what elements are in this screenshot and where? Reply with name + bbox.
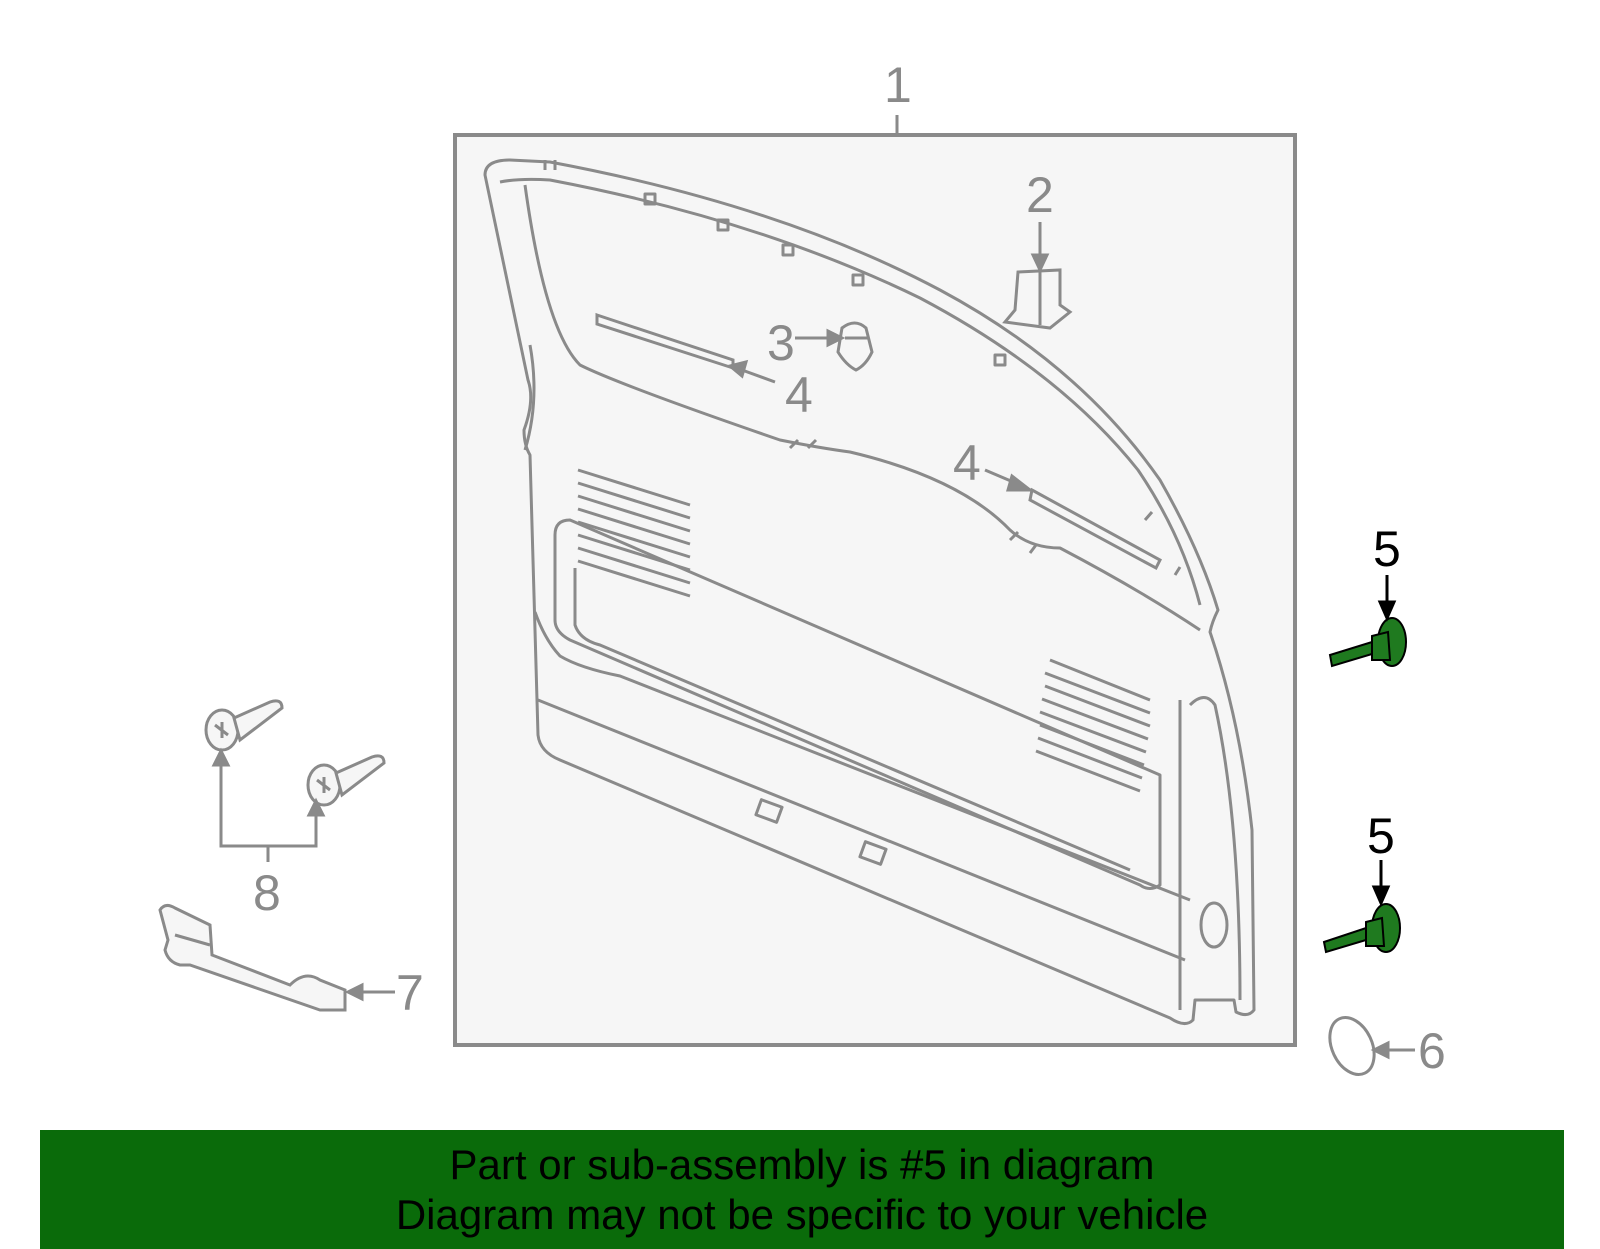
callout-1[interactable]: 1 xyxy=(884,57,912,113)
bracket xyxy=(1002,268,1073,330)
part-5-lower[interactable] xyxy=(1322,903,1401,954)
callout-5-upper[interactable]: 5 xyxy=(1373,521,1401,577)
liftgate-trim-panel xyxy=(483,158,1256,1025)
leader-arrows xyxy=(726,222,1050,492)
callout-5-lower[interactable]: 5 xyxy=(1367,808,1395,864)
part-5-upper[interactable] xyxy=(1328,617,1407,668)
pull-handle xyxy=(158,903,347,1012)
screw-lower xyxy=(306,754,386,807)
callout-7[interactable]: 7 xyxy=(396,965,424,1021)
banner-line-1: Part or sub-assembly is #5 in diagram xyxy=(449,1141,1155,1188)
upper-left-vent-grille xyxy=(577,468,691,598)
parts-diagram: 1 xyxy=(158,57,1446,1079)
leader-arrow-7 xyxy=(344,982,395,1002)
weatherstrip-right xyxy=(1028,487,1162,571)
banner-line-2: Diagram may not be specific to your vehi… xyxy=(395,1191,1209,1238)
part-5-arrows xyxy=(1371,575,1397,907)
callout-4-right[interactable]: 4 xyxy=(953,435,981,491)
callout-8[interactable]: 8 xyxy=(253,865,281,921)
callout-2[interactable]: 2 xyxy=(1026,167,1054,223)
trim-clip xyxy=(836,321,874,372)
callout-6[interactable]: 6 xyxy=(1418,1023,1446,1079)
screw-upper xyxy=(204,699,284,752)
callout-3[interactable]: 3 xyxy=(767,315,795,371)
info-banner: Part or sub-assembly is #5 in diagram Di… xyxy=(40,1130,1564,1249)
callout-4-left[interactable]: 4 xyxy=(785,367,813,423)
leader-bracket-8 xyxy=(211,747,326,862)
lower-right-vent-grille xyxy=(1035,658,1151,793)
grommet xyxy=(1328,1016,1415,1076)
